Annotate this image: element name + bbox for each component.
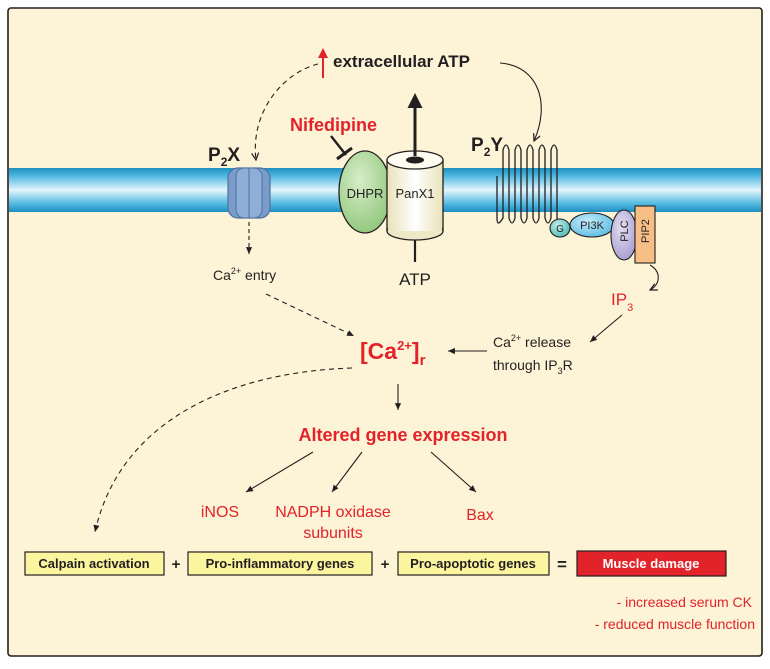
ip3-to-release-arrow (589, 314, 623, 343)
p2y-receptor (496, 144, 563, 226)
atp-intracellular-label: ATP (399, 270, 431, 289)
increased-serum-ck-label: - increased serum CK (617, 594, 753, 610)
equals-sign: = (557, 555, 567, 574)
ca-entry-to-ca-r-arrow (265, 293, 355, 337)
gene-to-bax-arrow (430, 451, 477, 493)
muscle-damage-box (576, 550, 727, 577)
nifedipine-inhibition-line (330, 135, 347, 156)
g-protein-label: G (556, 224, 564, 235)
p2x-label: P2X (208, 145, 240, 169)
pro-apoptotic-box (397, 551, 550, 576)
altered-gene-expression-label: Altered gene expression (298, 425, 507, 445)
calpain-activation-box (24, 551, 165, 576)
dhpr-label: DHPR (347, 186, 384, 201)
extracellular-atp-label: extracellular ATP (333, 52, 470, 71)
atp-to-p2y-arrow (499, 62, 542, 141)
pro-inflammatory-label: Pro-inflammatory genes (206, 556, 355, 571)
panx1-channel (386, 150, 444, 241)
ca-release-line2: through IP3R (493, 357, 573, 376)
nadph-line2: subunits (303, 525, 363, 542)
plus-sign-2: + (381, 556, 390, 573)
inos-label: iNOS (201, 504, 239, 521)
g-protein (549, 218, 571, 238)
gene-to-nadph-arrow (331, 451, 363, 493)
ip3-label: IP3 (611, 290, 633, 314)
plus-sign-1: + (172, 556, 181, 573)
pi3k-label: PI3K (580, 220, 605, 232)
pro-inflammatory-box (187, 551, 373, 576)
ca-release-line1: Ca2+ release (493, 333, 571, 350)
plc-label: PLC (619, 220, 631, 241)
gene-to-inos-arrow (245, 451, 314, 493)
pip2-to-ip3-arrow (650, 264, 659, 290)
pip2-label: PIP2 (640, 219, 652, 243)
pro-apoptotic-label: Pro-apoptotic genes (410, 556, 536, 571)
reduced-muscle-function-label: - reduced muscle function (595, 616, 755, 632)
nadph-line1: NADPH oxidase (275, 504, 391, 521)
pip2-lipid (634, 205, 656, 264)
calpain-activation-label: Calpain activation (38, 556, 149, 571)
bax-label: Bax (466, 507, 494, 524)
p2y-label: P2Y (471, 135, 503, 159)
muscle-damage-label: Muscle damage (603, 556, 700, 571)
nifedipine-label: Nifedipine (290, 115, 377, 135)
nifedipine-inhibition-bar (336, 146, 353, 161)
atp-to-p2x-arrow (255, 63, 319, 160)
ca-r-to-calpain-arrow (93, 367, 353, 533)
ca-entry-label: Ca2+ entry (213, 266, 276, 283)
ca-r-label: [Ca2+]r (360, 338, 426, 369)
p2x-receptor (227, 167, 271, 219)
panx1-label: PanX1 (395, 186, 434, 201)
